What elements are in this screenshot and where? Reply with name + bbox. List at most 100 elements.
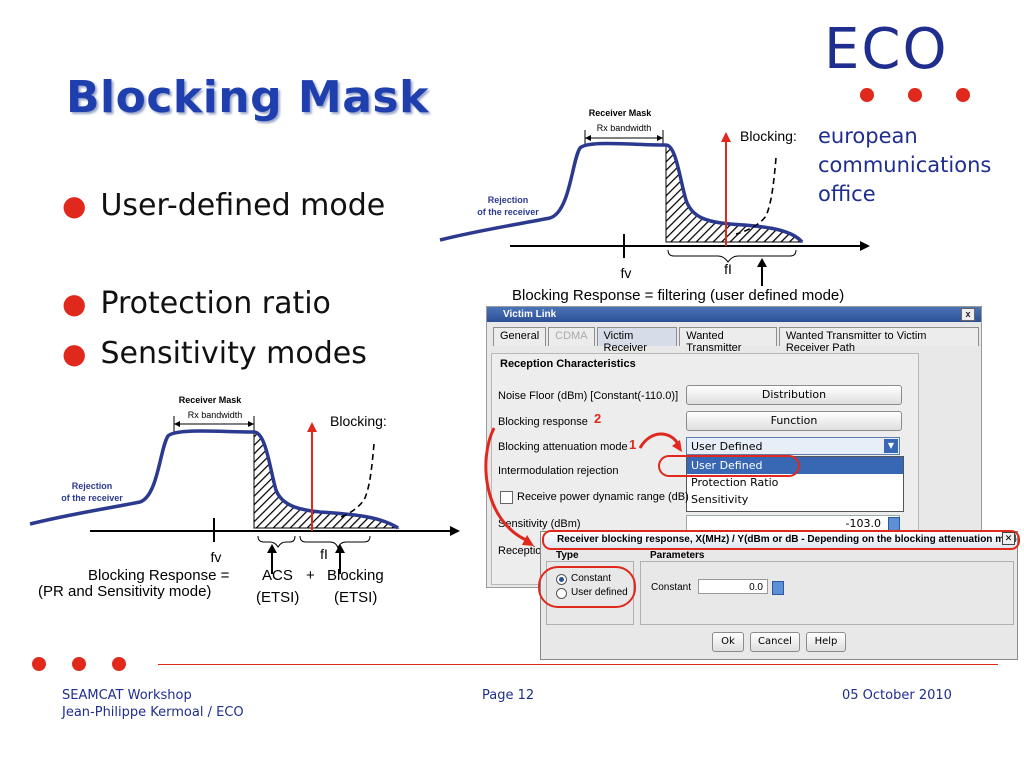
marker-2: 2 <box>594 411 602 426</box>
constant-param-label: Constant <box>651 582 692 593</box>
eco-word-european: european <box>818 124 918 148</box>
victim-tabs: General CDMA Victim Receiver Wanted Tran… <box>493 327 981 354</box>
footer-author: Jean-Philippe Kermoal / ECO <box>62 705 244 720</box>
sensitivity-label: Sensitivity (dBm) <box>498 518 581 530</box>
bottom-blocking-label: Blocking: <box>330 413 387 429</box>
sensitivity-field[interactable]: -103.0 <box>686 515 900 531</box>
noise-floor-label: Noise Floor (dBm) [Constant(-110.0)] <box>498 390 679 402</box>
eco-word-communications: communications <box>818 153 992 177</box>
bottom-rejection-label-2: of the receiver <box>61 493 123 503</box>
blocking-response-label: Blocking response <box>498 416 588 428</box>
dynamic-range-label: Receive power dynamic range (dB) <box>517 491 689 503</box>
top-mask-label: Receiver Mask <box>589 108 653 118</box>
footer-divider <box>158 664 998 665</box>
option-protection-ratio[interactable]: Protection Ratio <box>691 476 779 489</box>
top-mask-diagram: Receiver Mask Rx bandwidth fv fI Blockin… <box>439 108 870 286</box>
footer-workshop: SEAMCAT Workshop <box>62 688 192 703</box>
marker-1: 1 <box>629 437 637 452</box>
reception-section-title: Reception Characteristics <box>500 358 636 370</box>
cancel-button[interactable]: Cancel <box>750 632 800 652</box>
top-rejection-label-2: of the receiver <box>477 207 539 217</box>
tab-wanted-transmitter[interactable]: Wanted Transmitter <box>679 327 777 354</box>
function-button[interactable]: Function <box>686 411 902 431</box>
chevron-down-icon[interactable]: ▼ <box>884 439 898 453</box>
bullet-text: Protection ratio <box>100 286 331 321</box>
close-icon[interactable]: x <box>961 308 975 321</box>
blocking-attenuation-select[interactable]: User Defined ▼ <box>686 437 900 455</box>
bottom-response-sub: (PR and Sensitivity mode) <box>38 583 212 600</box>
eco-dots <box>860 88 984 102</box>
highlight-title <box>542 530 1020 550</box>
top-mask-curve <box>439 141 804 244</box>
constant-value-field[interactable]: 0.0 <box>698 579 768 594</box>
option-sensitivity[interactable]: Sensitivity <box>691 493 749 506</box>
top-blocking-dashed <box>735 157 777 235</box>
blocking-attenuation-value: User Defined <box>691 440 763 453</box>
top-hatched-area <box>665 144 804 243</box>
bottom-fi-label: fI <box>320 546 328 562</box>
ok-button[interactable]: Ok <box>712 632 744 652</box>
top-fi-label: fI <box>724 261 732 277</box>
bullet-text: User-defined mode <box>100 188 386 223</box>
highlight-user-defined <box>658 455 800 477</box>
reception-partial-label: Receptio <box>498 545 542 557</box>
bottom-plus: + <box>306 567 315 584</box>
tab-wt-to-vr-path[interactable]: Wanted Transmitter to Victim Receiver Pa… <box>778 327 979 354</box>
close-icon[interactable]: ✕ <box>1002 532 1015 545</box>
radio-user-defined-label: User defined <box>571 587 628 598</box>
bottom-mask-curve <box>29 429 399 530</box>
bottom-blocking-dashed <box>337 443 375 519</box>
spinner-icon[interactable] <box>888 517 900 531</box>
top-blocking-label: Blocking: <box>740 128 797 144</box>
blocking-response-title: Receiver blocking response, X(MHz) / Y(d… <box>557 534 1017 545</box>
dynamic-range-checkbox[interactable] <box>500 491 513 504</box>
footer-dots <box>32 657 126 671</box>
tab-general[interactable]: General <box>493 327 547 346</box>
bullet-dot-icon: ● <box>62 287 87 320</box>
bullet-dot-icon: ● <box>62 189 87 222</box>
victim-link-titlebar: Victim Link x <box>487 307 981 322</box>
eco-words: european communications office <box>818 122 991 209</box>
type-label: Type <box>556 550 579 561</box>
bottom-blocking-sub: (ETSI) <box>334 589 378 606</box>
top-rejection-label-1: Rejection <box>488 195 529 205</box>
help-button[interactable]: Help <box>806 632 846 652</box>
bottom-acs-label: ACS <box>262 567 293 584</box>
footer-date: 05 October 2010 <box>842 688 952 703</box>
top-caption: Blocking Response = filtering (user defi… <box>512 287 845 304</box>
bottom-fv-label: fv <box>211 549 222 565</box>
bullet-sensitivity: ● Sensitivity modes <box>62 336 367 371</box>
bullet-text: Sensitivity modes <box>100 336 367 371</box>
footer-page: Page 12 <box>482 688 535 703</box>
parameters-group <box>640 561 1014 625</box>
bullet-protection-ratio: ● Protection ratio <box>62 286 331 321</box>
bottom-bandwidth-label: Rx bandwidth <box>188 410 243 420</box>
bullet-dot-icon: ● <box>62 337 87 370</box>
bottom-response-label: Blocking Response = <box>88 567 230 584</box>
bottom-mask-diagram: Receiver Mask Rx bandwidth fv fI Blockin… <box>29 395 460 574</box>
top-bandwidth-label: Rx bandwidth <box>597 123 652 133</box>
slide-title: Blocking Mask <box>66 72 429 123</box>
arrow-to-response-dialog-icon <box>484 427 534 546</box>
bottom-rejection-label-1: Rejection <box>72 481 113 491</box>
blocking-response-titlebar: Receiver blocking response, X(MHz) / Y(d… <box>541 532 1017 548</box>
highlight-type <box>538 566 636 608</box>
eco-letters: ECO <box>824 17 949 82</box>
bottom-blocking-word: Blocking <box>327 567 384 584</box>
bullet-user-defined: ● User-defined mode <box>62 188 385 223</box>
intermod-label: Intermodulation rejection <box>498 465 619 477</box>
distribution-button[interactable]: Distribution <box>686 385 902 405</box>
top-brace <box>667 249 797 263</box>
arrow-to-option-icon <box>638 432 682 452</box>
parameters-label: Parameters <box>650 550 705 561</box>
eco-logo: ECO <box>824 22 984 102</box>
tab-victim-receiver[interactable]: Victim Receiver <box>596 327 678 354</box>
top-fv-label: fv <box>621 265 632 281</box>
spinner-icon[interactable] <box>772 581 784 595</box>
eco-word-office: office <box>818 182 876 206</box>
bottom-mask-label: Receiver Mask <box>179 395 243 405</box>
victim-link-title: Victim Link <box>503 309 557 320</box>
tab-cdma[interactable]: CDMA <box>548 327 595 346</box>
blocking-attenuation-label: Blocking attenuation mode <box>498 441 628 453</box>
bottom-acs-sub: (ETSI) <box>256 589 300 606</box>
